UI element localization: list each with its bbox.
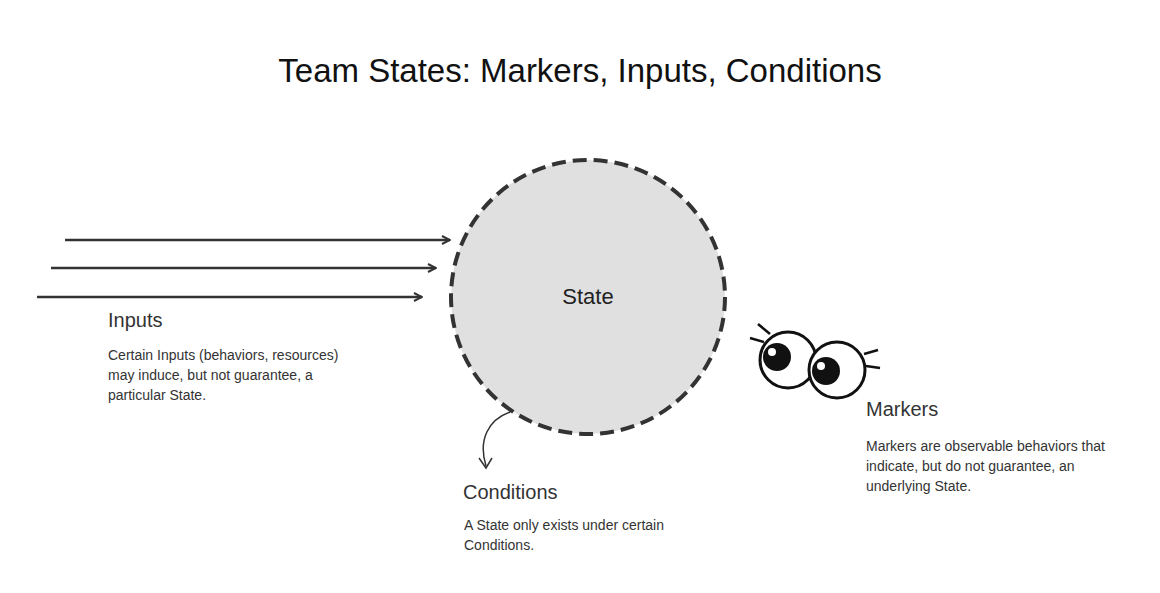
state-circle: State [447,156,729,438]
condition-arrow [479,412,510,468]
section-heading: Inputs [108,309,348,332]
note-text: Certain Inputs (behaviors, resources) ma… [108,345,348,405]
note-text: A State only exists under certain Condit… [464,515,724,555]
diagram-title: Team States: Markers, Inputs, Conditions [0,52,1160,90]
section-heading: Conditions [463,481,723,504]
node-label: State [562,284,613,310]
eyes-icon [750,324,880,398]
input-arrows [37,240,450,297]
section-heading: Markers [866,398,1116,421]
note-text: Markers are observable behaviors that in… [866,436,1116,496]
